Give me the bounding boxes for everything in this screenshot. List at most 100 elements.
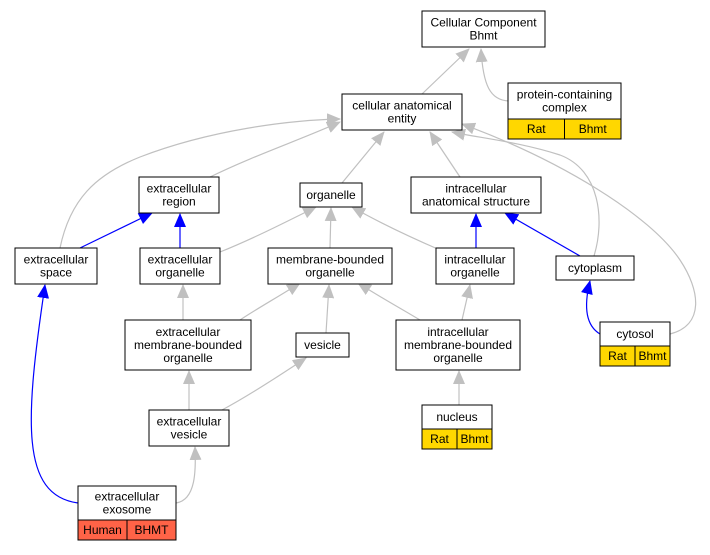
- node-label-line: organelle: [450, 266, 500, 280]
- badge-species: Rat: [608, 349, 627, 363]
- edge-cytoplasm-to-intracellular-anatomical-structure: [504, 212, 581, 257]
- edge-cytosol-to-cytoplasm: [581, 280, 601, 335]
- node-label-line: nucleus: [436, 410, 477, 424]
- node-label-line: cellular anatomical: [352, 99, 451, 113]
- edge-cellular-anatomical-entity-to-cellular-component: [421, 48, 470, 95]
- edge-organelle-to-cellular-anatomical-entity: [341, 131, 385, 184]
- node-label-line: complex: [542, 101, 587, 115]
- node-box: [507, 82, 622, 120]
- node-label-line: exosome: [103, 503, 152, 517]
- node-label-line: membrane-bounded: [404, 338, 512, 352]
- badge-species: Human: [83, 523, 122, 537]
- edge-cytosol-to-cellular-anatomical-entity: [461, 122, 697, 335]
- node-label-line: cytosol: [616, 327, 653, 341]
- node-label-line: protein-containing: [517, 88, 612, 102]
- node-label-line: anatomical structure: [422, 195, 530, 209]
- node-box: [599, 321, 671, 347]
- node-label-line: intracellular: [427, 325, 488, 339]
- node-label-line: vesicle: [304, 338, 341, 352]
- badge-gene: Bhmt: [638, 349, 667, 363]
- node-label-line: organelle: [306, 188, 356, 202]
- node-box: [295, 332, 350, 358]
- node-box: [124, 319, 252, 371]
- node-box: [395, 319, 521, 371]
- node-box: [14, 247, 98, 285]
- edge-membrane-bounded-organelle-to-organelle: [324, 207, 337, 249]
- edge-extracellular-vesicle-to-vesicle: [221, 357, 307, 411]
- edge-intracellular-anatomical-structure-to-cellular-anatomical-entity: [429, 131, 461, 178]
- node-label-line: cytoplasm: [568, 261, 622, 275]
- node-box: [138, 176, 220, 214]
- edge-extracellular-region-to-cellular-anatomical-entity: [209, 121, 341, 178]
- edge-extracellular-membrane-bounded-organelle-to-membrane-bounded-organelle: [239, 282, 301, 321]
- node-label-line: extracellular: [156, 325, 221, 339]
- node-label-line: entity: [388, 112, 417, 126]
- badge-box: [634, 345, 671, 367]
- node-box: [267, 247, 393, 285]
- node-box: [139, 247, 221, 285]
- node-box: [148, 409, 230, 447]
- node-box: [299, 182, 363, 208]
- node-vesicle[interactable]: vesicle: [295, 332, 350, 358]
- node-label-line: organelle: [155, 266, 205, 280]
- node-label-line: organelle: [433, 351, 483, 365]
- node-label-line: membrane-bounded: [134, 338, 242, 352]
- node-label-line: membrane-bounded: [276, 253, 384, 267]
- node-label-line: extracellular: [24, 253, 89, 267]
- edge-vesicle-to-membrane-bounded-organelle: [322, 284, 335, 334]
- node-label-line: extracellular: [147, 182, 212, 196]
- node-box: [421, 10, 546, 48]
- node-box: [435, 247, 515, 285]
- node-label-line: Cellular Component: [430, 16, 537, 30]
- edge-extracellular-exosome-to-extracellular-vesicle: [175, 446, 202, 504]
- node-label-line: extracellular: [148, 253, 213, 267]
- node-label-line: Bhmt: [469, 29, 498, 43]
- node-cytoplasm[interactable]: cytoplasm: [555, 255, 635, 281]
- badge-species: Rat: [527, 122, 546, 136]
- node-label-line: extracellular: [95, 490, 160, 504]
- node-box: [421, 404, 493, 430]
- badge-gene: Bhmt: [579, 122, 608, 136]
- badge-gene: Bhmt: [460, 432, 489, 446]
- node-label-line: region: [162, 195, 195, 209]
- node-box: [341, 93, 463, 131]
- edge-protein-containing-complex-to-cellular-component: [475, 48, 511, 102]
- edge-intracellular-organelle-to-organelle: [351, 206, 441, 251]
- edge-intracellular-membrane-bounded-organelle-to-intracellular-organelle: [461, 284, 473, 321]
- node-label-line: intracellular: [445, 182, 506, 196]
- badge-gene: BHMT: [135, 523, 170, 537]
- node-organelle[interactable]: organelle: [299, 182, 363, 208]
- node-label-line: vesicle: [171, 428, 208, 442]
- node-label-line: organelle: [163, 351, 213, 365]
- node-label-line: organelle: [305, 266, 355, 280]
- node-label-line: intracellular: [444, 253, 505, 267]
- node-label-line: space: [40, 266, 72, 280]
- edge-extracellular-space-to-cellular-anatomical-entity: [59, 113, 341, 249]
- node-label-line: extracellular: [157, 415, 222, 429]
- badge-box: [564, 118, 622, 140]
- nodes-layer: Cellular ComponentBhmtprotein-containing…: [14, 10, 671, 541]
- edge-extracellular-exosome-to-extracellular-space: [30, 284, 79, 504]
- badge-species: Rat: [430, 432, 449, 446]
- node-box: [77, 485, 177, 521]
- edge-extracellular-organelle-to-organelle: [219, 206, 317, 253]
- edges-layer: [30, 48, 697, 504]
- badge-box: [456, 428, 493, 450]
- edge-intracellular-membrane-bounded-organelle-to-membrane-bounded-organelle: [357, 282, 421, 321]
